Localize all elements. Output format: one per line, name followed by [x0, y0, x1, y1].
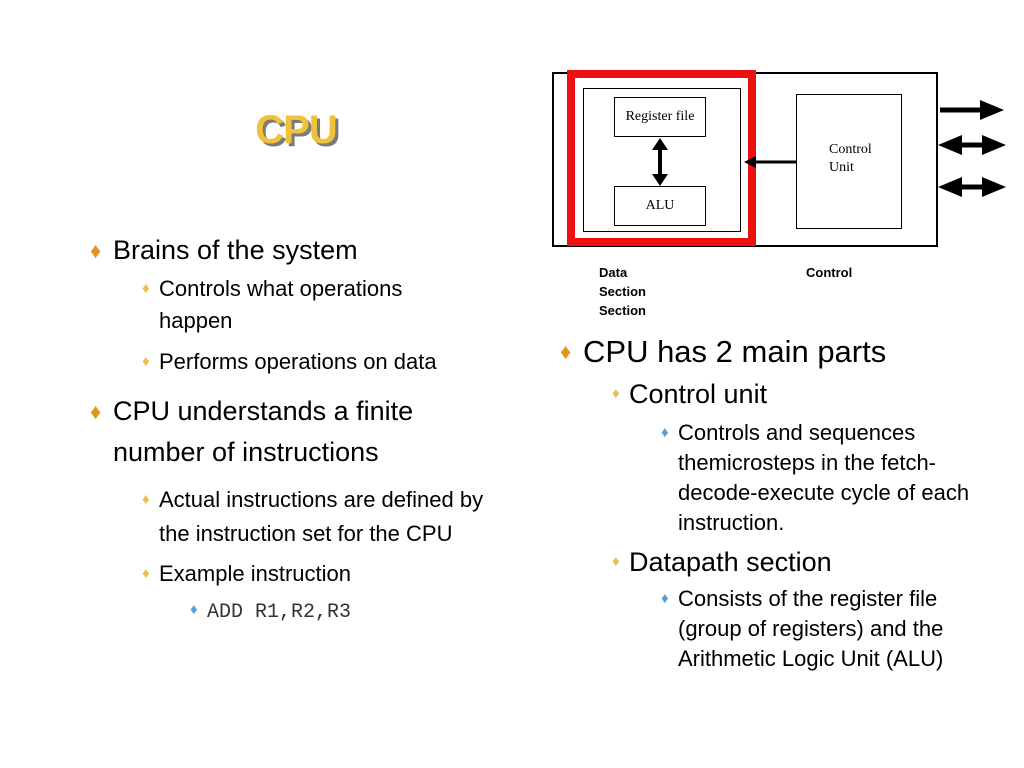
control-to-datapath-arrow-icon [744, 156, 796, 168]
bullet-level-1: ♦ CPU understands a finite number of ins… [90, 391, 473, 473]
bullet-text: Controls and sequences themicrosteps in … [678, 420, 970, 535]
bullet-text: Consists of the register file (group of … [678, 586, 944, 671]
diagram-arrows [652, 100, 1006, 197]
bullet-level-2: ♦ Datapath section [612, 544, 980, 580]
bullet-text: Controls what operations happen [159, 276, 403, 333]
data-section-caption: Data Section Section [599, 263, 646, 320]
diamond-bullet-icon: ♦ [560, 339, 572, 364]
control-unit-box: Control Unit [796, 94, 902, 229]
datapath-inner-box [583, 88, 741, 232]
bullet-level-2: ♦ Performs operations on data [142, 345, 479, 379]
bullet-level-2: ♦ Controls what operations happen [142, 273, 459, 337]
alu-box: ALU [614, 186, 706, 226]
diamond-bullet-icon: ♦ [90, 399, 102, 424]
bullet-text: Example instruction [159, 561, 351, 586]
bullet-text: Performs operations on data [159, 349, 437, 374]
bullet-level-3: ♦ Controls and sequences themicrosteps i… [661, 418, 970, 538]
bullet-level-1: ♦ CPU has 2 main parts [560, 332, 980, 372]
control-unit-label-line2: Unit [829, 160, 854, 175]
diamond-bullet-icon: ♦ [190, 601, 198, 618]
bullet-level-1: ♦ Brains of the system [90, 230, 490, 271]
control-unit-label-line1: Control [829, 142, 872, 157]
diamond-bullet-icon: ♦ [90, 238, 102, 263]
bidirectional-arrow-icon [938, 135, 1006, 155]
diamond-bullet-icon: ♦ [612, 385, 620, 402]
register-file-label: Register file [625, 109, 695, 124]
register-file-box: Register file [614, 97, 706, 137]
data-section-caption-line1: Data Section [599, 265, 646, 299]
diamond-bullet-icon: ♦ [142, 353, 150, 370]
slide-title: CPU [255, 108, 337, 152]
diamond-bullet-icon: ♦ [142, 565, 150, 582]
bullet-level-2: ♦ Control unit [612, 376, 980, 412]
diamond-bullet-icon: ♦ [612, 553, 620, 570]
control-caption: Control [806, 265, 853, 280]
bullet-level-2: ♦ Actual instructions are defined by the… [142, 483, 489, 551]
bullet-code-text: ADD R1,R2,R3 [207, 601, 352, 624]
alu-label: ALU [645, 198, 675, 213]
right-bullet-list: ♦ CPU has 2 main parts ♦ Control unit ♦ … [560, 332, 980, 674]
bidirectional-arrow-icon [938, 177, 1006, 197]
bullet-text: Control unit [629, 379, 768, 409]
data-section-caption-line2: Section [599, 303, 646, 318]
regfile-alu-double-arrow-icon [652, 138, 668, 186]
bullet-level-3: ♦ Consists of the register file (group o… [661, 584, 970, 674]
diamond-bullet-icon: ♦ [661, 590, 669, 607]
diamond-bullet-icon: ♦ [661, 424, 669, 441]
diamond-bullet-icon: ♦ [142, 280, 150, 297]
bullet-text: Brains of the system [113, 235, 358, 265]
bullet-level-3: ♦ ADD R1,R2,R3 [190, 595, 467, 628]
left-bullet-list: ♦ Brains of the system ♦ Controls what o… [90, 230, 490, 628]
bullet-text: Datapath section [629, 547, 832, 577]
diamond-bullet-icon: ♦ [142, 491, 150, 508]
bullet-text: CPU has 2 main parts [583, 334, 887, 369]
bullet-level-2: ♦ Example instruction [142, 557, 479, 591]
bullet-text: CPU understands a finite number of instr… [113, 396, 414, 467]
bullet-text: Actual instructions are defined by the i… [159, 487, 484, 546]
output-arrow-icon [940, 100, 1004, 120]
